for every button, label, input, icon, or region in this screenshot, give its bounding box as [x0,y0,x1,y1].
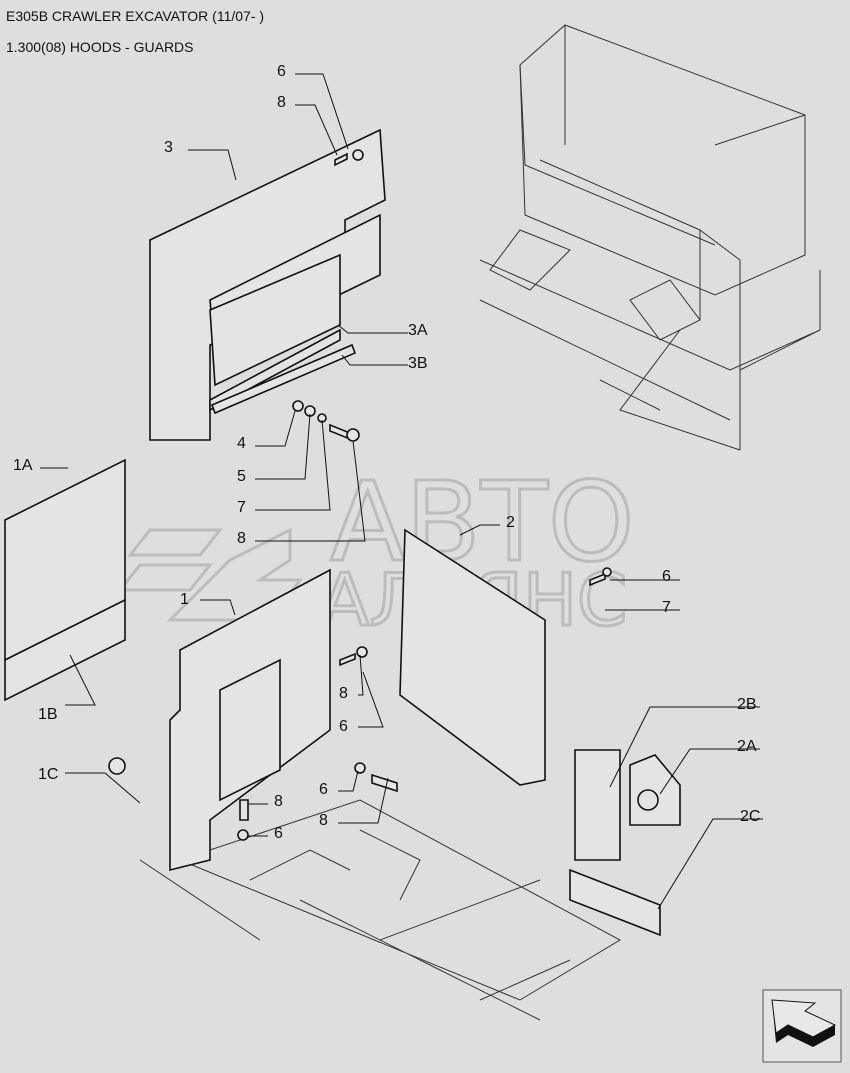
callout-6[interactable]: 6 [319,781,328,798]
callout-labels: 6 8 3 3A 3B 4 5 7 8 1A 2 6 7 1 8 6 1B 1C… [13,63,760,842]
callout-8[interactable]: 8 [237,530,246,547]
callout-1c[interactable]: 1C [38,766,58,783]
part-2-panel [399,528,546,786]
callout-6[interactable]: 6 [662,568,671,585]
part-3-hood-guard [149,128,386,441]
parts-2a-2b-2c [569,749,681,937]
next-page-arrow-icon[interactable] [762,989,842,1063]
callout-6[interactable]: 6 [339,718,348,735]
leader-lines [40,73,763,910]
callout-1a[interactable]: 1A [13,457,33,474]
callout-6[interactable]: 6 [277,63,286,80]
section-title: 1.300(08) HOODS - GUARDS [6,39,194,55]
model-title: E305B CRAWLER EXCAVATOR (11/07- ) [6,8,265,24]
excavator-frame [139,24,821,1021]
callout-7[interactable]: 7 [662,599,671,616]
callout-7[interactable]: 7 [237,499,246,516]
fasteners [108,149,612,841]
callout-3b[interactable]: 3B [408,355,428,372]
callout-8[interactable]: 8 [319,812,328,829]
callout-1b[interactable]: 1B [38,706,58,723]
callout-2c[interactable]: 2C [740,808,760,825]
watermark: АВТО АЛЬЯНС [116,457,636,644]
callout-8[interactable]: 8 [339,685,348,702]
callout-4[interactable]: 4 [237,435,246,452]
watermark-logo [116,527,303,622]
callout-2[interactable]: 2 [506,514,515,531]
callout-3[interactable]: 3 [164,139,173,156]
part-1a-1b-panel [4,458,126,702]
callout-2a[interactable]: 2A [737,738,757,755]
callout-6[interactable]: 6 [274,825,283,842]
part-1-side-guard [169,568,331,872]
callout-3a[interactable]: 3A [408,322,428,339]
callout-8[interactable]: 8 [277,94,286,111]
callout-1[interactable]: 1 [180,591,189,608]
watermark-line1: АВТО [330,458,635,586]
callout-2b[interactable]: 2B [737,696,757,713]
callout-5[interactable]: 5 [237,468,246,485]
callout-8[interactable]: 8 [274,793,283,810]
